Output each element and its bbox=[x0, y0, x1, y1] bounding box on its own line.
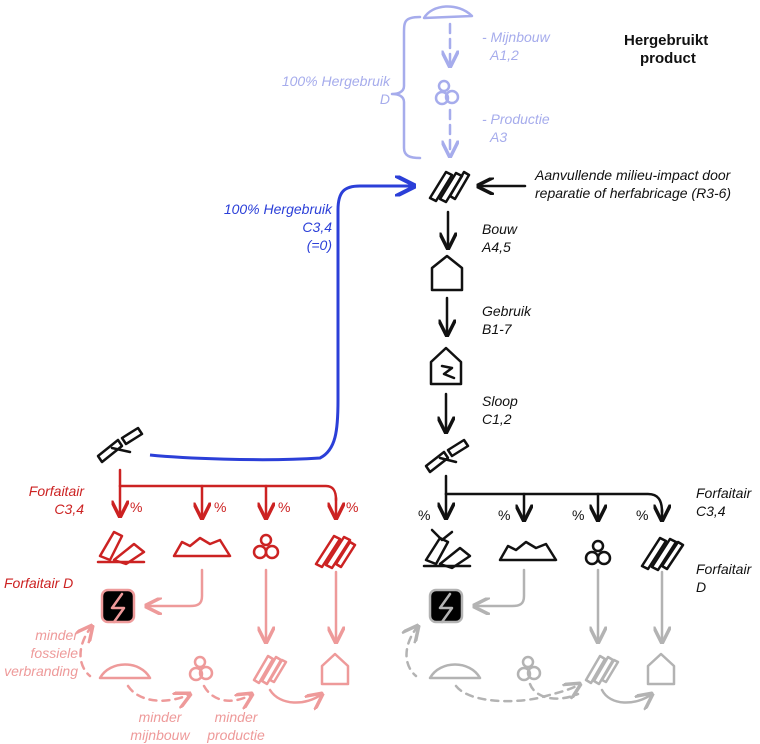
beams-icon bbox=[252, 654, 288, 686]
damaged-house-icon bbox=[429, 346, 463, 386]
broken-beam-icon bbox=[96, 426, 144, 464]
title-line-1: Hergebruikt bbox=[624, 32, 709, 49]
reuse-c34-label: 100% Hergebruik bbox=[223, 201, 332, 217]
percent-label: % bbox=[636, 507, 649, 523]
beams-icon bbox=[314, 534, 357, 570]
minder-fossiele-line-3: verbranding bbox=[4, 663, 78, 679]
left-forfaitair-c34-label: Forfaitair bbox=[28, 483, 84, 499]
bouw-label: Bouw bbox=[482, 221, 518, 237]
percent-label: % bbox=[278, 499, 291, 515]
rubble-icon bbox=[96, 530, 146, 566]
reuse-d-brace bbox=[390, 15, 422, 160]
minder-mijnbouw-line-1: minder bbox=[138, 709, 182, 725]
percent-label: % bbox=[572, 507, 585, 523]
house-icon bbox=[430, 254, 464, 292]
left-split bbox=[118, 484, 338, 502]
reuse-d-label: 100% Hergebruik bbox=[281, 73, 390, 89]
right-forfaitair-c34-code: C3,4 bbox=[696, 503, 726, 519]
left-forfaitair-d: Forfaitair D bbox=[4, 575, 74, 591]
reuse-c34-code: C3,4 bbox=[302, 219, 332, 235]
minder-productie-line-1: minder bbox=[214, 709, 258, 725]
left-forfaitair-c34-code: C3,4 bbox=[54, 501, 84, 517]
minder-productie-line-2: productie bbox=[207, 727, 265, 743]
reuse-d-code: D bbox=[379, 91, 390, 107]
production-code: A3 bbox=[490, 129, 508, 145]
factory-icon bbox=[434, 79, 460, 106]
minder-fossiele-line-1: minder bbox=[35, 627, 78, 643]
reuse-c34-arrow bbox=[149, 186, 414, 462]
percent-label: % bbox=[346, 499, 359, 515]
minder-mijnbouw-line-2: mijnbouw bbox=[130, 727, 190, 743]
percent-label: % bbox=[130, 499, 143, 515]
mountain-icon bbox=[422, 5, 474, 20]
beams-icon bbox=[640, 536, 685, 572]
mountain-icon bbox=[428, 663, 482, 680]
rubble-icon bbox=[422, 528, 472, 570]
right-forfaitair-c34-label: Forfaitair bbox=[696, 485, 752, 501]
landfill-icon bbox=[498, 540, 558, 562]
lightning-icon bbox=[428, 588, 464, 624]
recycled-icon bbox=[584, 539, 612, 566]
sloop-code: C1,2 bbox=[482, 411, 512, 427]
factory-icon bbox=[188, 655, 214, 682]
factory-icon bbox=[516, 655, 542, 682]
recycled-icon bbox=[252, 533, 280, 560]
reuse-c34-note: (=0) bbox=[306, 237, 332, 253]
percent-label: % bbox=[214, 499, 227, 515]
house-icon bbox=[646, 652, 676, 686]
lightning-icon bbox=[100, 588, 136, 624]
title-line-2: product bbox=[640, 50, 696, 67]
beams-icon bbox=[428, 170, 471, 204]
minder-fossiele-line-2: fossiele bbox=[30, 645, 78, 661]
gebruik-label: Gebruik bbox=[482, 303, 532, 319]
repair-label-2: reparatie of herfabricage (R3-6) bbox=[535, 185, 732, 201]
percent-label: % bbox=[498, 507, 511, 523]
landfill-icon bbox=[172, 536, 232, 558]
mining-label: - Mijnbouw bbox=[482, 29, 550, 45]
sloop-label: Sloop bbox=[482, 393, 518, 409]
mining-code: A1,2 bbox=[490, 47, 519, 63]
broken-beam-icon bbox=[424, 438, 470, 474]
repair-label: Aanvullende milieu-impact door bbox=[535, 167, 731, 183]
bouw-code: A4,5 bbox=[482, 239, 511, 255]
percent-label: % bbox=[418, 507, 431, 523]
production-label: - Productie bbox=[482, 111, 550, 127]
mountain-icon bbox=[98, 663, 152, 680]
right-forfaitair-d-code: D bbox=[696, 579, 707, 595]
right-split bbox=[444, 492, 664, 514]
house-icon bbox=[320, 652, 350, 686]
right-forfaitair-d-label: Forfaitair bbox=[696, 561, 752, 577]
gebruik-code: B1-7 bbox=[482, 321, 512, 337]
beams-icon bbox=[584, 654, 620, 686]
